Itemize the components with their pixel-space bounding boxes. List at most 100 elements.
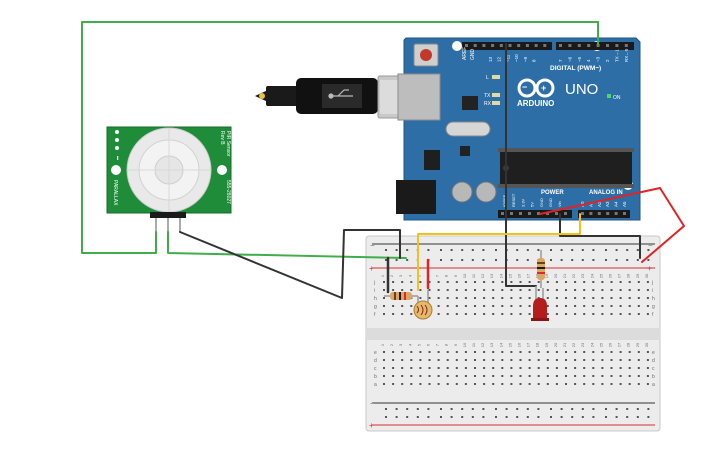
- hole: [555, 297, 558, 299]
- hole: [528, 367, 531, 369]
- rail-hole: [550, 259, 552, 261]
- hole: [637, 383, 640, 385]
- hole: [455, 383, 458, 385]
- atmega-chip: [500, 152, 632, 184]
- hole: [574, 351, 577, 353]
- hole: [501, 289, 504, 291]
- hole: [464, 281, 467, 283]
- hole: [410, 383, 413, 385]
- digital-pin-label: 4: [586, 59, 591, 62]
- column-number: 3: [398, 274, 403, 277]
- hole: [492, 281, 495, 283]
- rail-hole: [516, 249, 519, 251]
- hole: [383, 281, 385, 283]
- hole: [646, 383, 649, 385]
- hole: [437, 289, 440, 291]
- analog-pin-label: A4: [614, 201, 619, 207]
- column-number: 27: [617, 273, 622, 278]
- hole: [519, 375, 522, 377]
- rail-minus-label-bl: −: [370, 399, 375, 408]
- rail-hole: [471, 249, 474, 251]
- rail-hole: [395, 408, 398, 410]
- hole: [601, 297, 604, 299]
- hole: [483, 351, 486, 353]
- hole: [455, 367, 458, 369]
- column-number: 8: [444, 274, 449, 277]
- model-label: UNO: [565, 81, 598, 98]
- hole: [383, 351, 385, 353]
- hole: [610, 367, 613, 369]
- hole: [401, 313, 404, 315]
- hole: [446, 351, 449, 353]
- hole: [446, 289, 449, 291]
- pin-hole: [559, 44, 562, 47]
- column-number: 13: [489, 273, 494, 278]
- pin-hole: [624, 44, 628, 47]
- pin-hole: [528, 212, 531, 215]
- row-letter: b: [652, 374, 655, 380]
- rail-hole: [550, 408, 552, 410]
- hole: [646, 305, 649, 307]
- rail-hole: [615, 408, 618, 410]
- hole: [419, 297, 422, 299]
- hole: [646, 375, 649, 377]
- row-letter: e: [652, 350, 655, 356]
- rail-hole: [615, 249, 618, 251]
- hole: [446, 297, 449, 299]
- column-number: 9: [453, 274, 458, 277]
- pin-hole: [587, 44, 591, 47]
- analog-pin-label: A1: [588, 201, 593, 207]
- rail-hole: [440, 249, 442, 251]
- power-pin-label: IOREF: [502, 194, 507, 207]
- rail-hole: [406, 416, 409, 418]
- rail-hole: [636, 416, 639, 418]
- rail-hole: [605, 416, 607, 418]
- hole: [601, 383, 604, 385]
- hole: [455, 375, 458, 377]
- column-number: 14: [498, 342, 503, 347]
- hole: [519, 305, 522, 307]
- svg-text:▬: ▬: [116, 156, 121, 160]
- column-number: 4: [407, 343, 412, 346]
- hole: [528, 281, 531, 283]
- hole: [483, 383, 486, 385]
- column-number: 14: [498, 273, 503, 278]
- hole: [437, 313, 440, 315]
- hole: [492, 305, 495, 307]
- hole: [646, 297, 649, 299]
- hole: [519, 351, 522, 353]
- reset-button-cap[interactable]: [420, 49, 432, 61]
- hole: [401, 351, 404, 353]
- hole: [528, 313, 531, 315]
- hole: [592, 305, 595, 307]
- hole: [474, 297, 476, 299]
- hole: [455, 359, 458, 361]
- hole: [464, 313, 467, 315]
- hole: [610, 313, 613, 315]
- rail-hole: [560, 259, 563, 261]
- hole: [637, 289, 640, 291]
- hole: [546, 305, 549, 307]
- hole: [619, 313, 622, 315]
- pir-sensor: ▬ PARALLAX PIR Sensor Rev B 555-28027: [106, 126, 232, 232]
- rail-hole: [592, 259, 595, 261]
- hole: [637, 359, 640, 361]
- hole: [546, 297, 549, 299]
- rail-hole: [526, 259, 529, 261]
- hole: [628, 305, 631, 307]
- wire-green-breadboard: [167, 231, 407, 259]
- rail-hole: [581, 416, 584, 418]
- hole: [501, 281, 504, 283]
- rail-hole: [526, 408, 529, 410]
- hole: [565, 289, 567, 291]
- column-number: 26: [608, 342, 613, 347]
- hole: [464, 375, 467, 377]
- hole: [383, 305, 385, 307]
- pin-hole: [537, 212, 540, 215]
- hole: [483, 297, 486, 299]
- wire-yellow-a0: [417, 213, 581, 291]
- hole: [446, 305, 449, 307]
- rail-hole: [395, 249, 398, 251]
- pin-hole: [606, 212, 610, 215]
